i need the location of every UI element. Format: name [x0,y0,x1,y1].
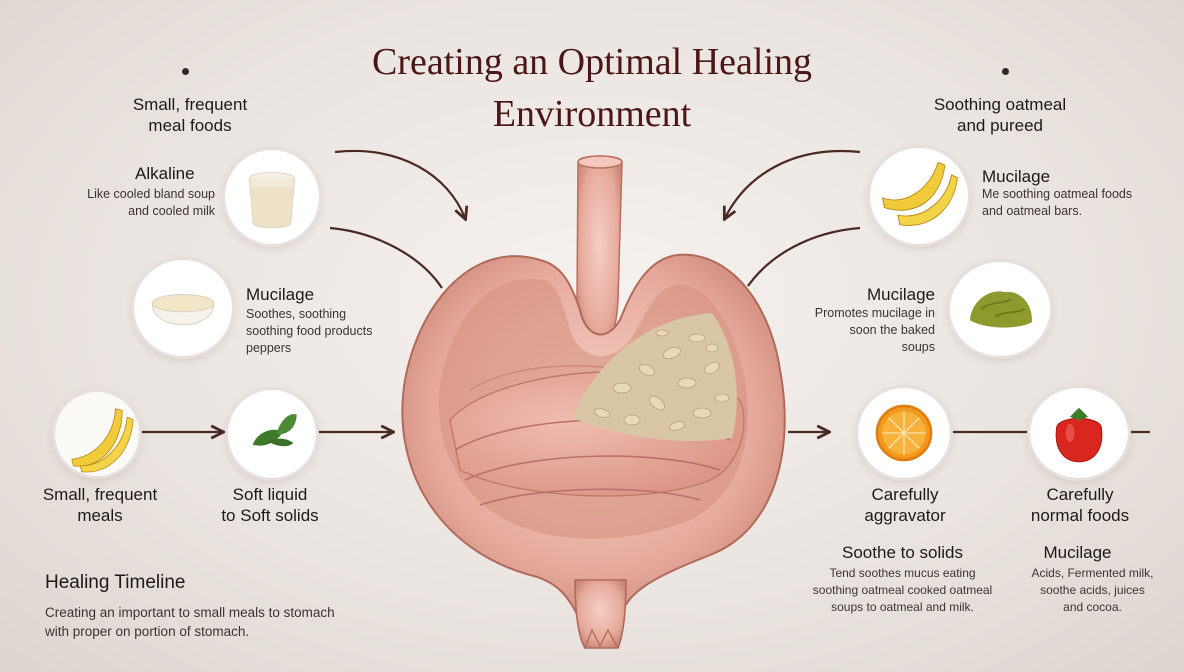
mucilage-bottom-heading: Mucilage [1043,543,1112,562]
milk-glass-icon [248,172,296,229]
mucilage-mid-heading: Mucilage [866,285,935,304]
arrow-top-left [334,149,465,218]
small-meals-label: Small, frequent meals [42,485,158,525]
banana-icon [71,408,134,473]
milk-bowl-icon [151,294,215,326]
soft-solids-description: Tend soothes mucus eating soothing oatme… [812,566,993,614]
banana-circle-right [870,148,968,244]
mucilage-left-description: Soothes, soothing soothing food products… [246,307,373,355]
avocado-puree-icon [969,291,1033,328]
soft-liquid-label: Soft liquid to Soft solids [221,485,319,525]
page-title: Creating an Optimal Healing Environment [300,36,884,140]
timeline-heading: Healing Timeline [45,572,186,593]
tomato-circle [1030,388,1128,478]
decor-dot-left [182,68,189,75]
orange-slice-icon [875,404,933,462]
alkaline-description: Like cooled bland soup and cooled milk [87,187,215,218]
milk-bowl-circle [134,260,232,356]
oat-flakes-icon [572,313,737,442]
carefully-normal-label: Carefully normal foods [1030,485,1130,525]
title-line-1: Creating an Optimal Healing [371,41,813,83]
tomato-icon [1055,407,1103,463]
arrow-top-right [725,150,861,218]
title-line-2: Environment [492,93,692,135]
basil-circle [228,390,316,478]
arrow-mid-right [747,226,861,287]
right-top-heading: Soothing oatmeal and pureed [933,95,1067,135]
arrow-mid-left [329,226,443,289]
basil-leaf-icon [252,414,297,447]
orange-circle [858,388,950,478]
decor-dot-right [1002,68,1009,75]
soft-solids-heading: Soothe to solids [842,543,963,562]
left-top-heading: Small, frequent meal foods [132,95,248,135]
mucilage-top-heading: Mucilage [982,167,1051,186]
carefully-aggravator-label: Carefully aggravator [864,485,946,525]
banana-circle-left [55,392,139,476]
mucilage-bottom-description: Acids, Fermented milk, soothe acids, jui… [1031,566,1154,614]
avocado-puree-circle [950,262,1050,356]
mucilage-left-heading: Mucilage [246,285,315,304]
mucilage-mid-description: Promotes mucilage in soon the baked soup… [814,306,935,354]
banana-icon [881,161,958,227]
timeline-description: Creating an important to small meals to … [45,605,335,639]
milk-glass-circle [225,150,319,244]
alkaline-heading: Alkaline [135,164,195,183]
mucilage-top-description: Me soothing oatmeal foods and oatmeal ba… [982,187,1133,218]
